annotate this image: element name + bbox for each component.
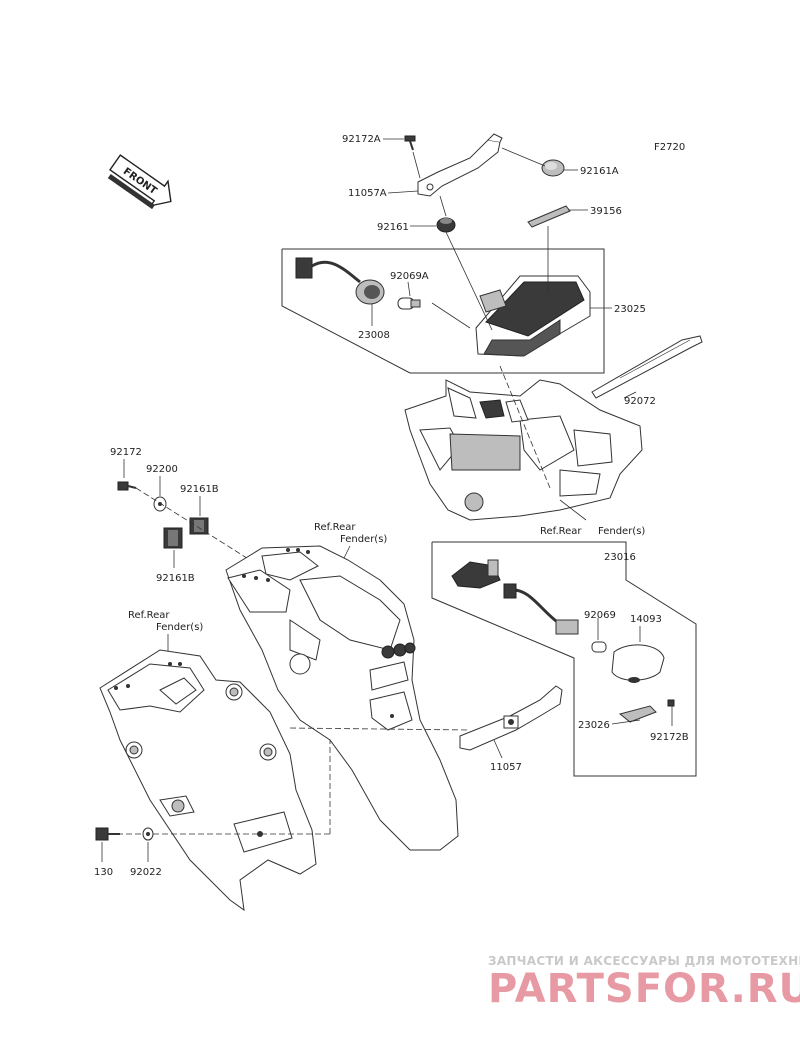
label-92172: 92172 <box>110 447 142 458</box>
taillight-23025 <box>475 275 591 357</box>
label-11057a: 11057A <box>348 188 387 199</box>
grommet-92161 <box>436 217 456 233</box>
grommet-92161b-top <box>189 517 209 535</box>
washer-92022 <box>142 827 154 841</box>
figure-code: F2720 <box>654 142 685 153</box>
label-92161: 92161 <box>377 222 409 233</box>
screw-92172a <box>404 135 416 151</box>
watermark-tagline: ЗАПЧАСТИ И АКСЕССУАРЫ ДЛЯ МОТОТЕХНИКИ <box>488 954 800 968</box>
label-14093: 14093 <box>630 614 662 625</box>
bulb-92069a <box>397 297 421 310</box>
pad-39156 <box>527 205 571 228</box>
label-ref-rear-fender-left-2: Fender(s) <box>156 622 203 633</box>
label-23026: 23026 <box>578 720 610 731</box>
label-92172b: 92172B <box>650 732 689 743</box>
label-23016: 23016 <box>604 552 636 563</box>
bolt-130 <box>95 827 120 841</box>
screw-92172b <box>667 699 675 707</box>
bracket-11057a <box>417 133 503 197</box>
taillight-assembly-box <box>281 248 605 374</box>
label-92161b-top: 92161B <box>180 484 219 495</box>
label-92072: 92072 <box>624 396 656 407</box>
label-ref-rear-fender-right-1: Ref.Rear <box>540 526 582 537</box>
bracket-11057 <box>459 685 563 751</box>
grommet-92161a <box>541 159 565 177</box>
wire-harness-23016 <box>451 559 579 635</box>
lower-rear-fender <box>99 649 317 912</box>
label-23008: 23008 <box>358 330 390 341</box>
label-ref-rear-fender-mid-2: Fender(s) <box>340 534 387 545</box>
label-23025: 23025 <box>614 304 646 315</box>
grommet-92161b-bottom <box>163 527 183 549</box>
label-92172a: 92172A <box>342 134 381 145</box>
watermark-brand: PARTSFOR.RU <box>488 966 800 1012</box>
label-130: 130 <box>94 867 113 878</box>
bulb-92069 <box>591 641 607 653</box>
label-ref-rear-fender-mid-1: Ref.Rear <box>314 522 356 533</box>
band-92072 <box>591 335 703 399</box>
label-92069a: 92069A <box>390 271 429 282</box>
label-11057: 11057 <box>490 762 522 773</box>
label-92161b-bottom: 92161B <box>156 573 195 584</box>
socket-23008 <box>295 257 385 305</box>
label-92200: 92200 <box>146 464 178 475</box>
label-ref-rear-fender-left-1: Ref.Rear <box>128 610 170 621</box>
label-92161a: 92161A <box>580 166 619 177</box>
front-arrow-icon: FRONT <box>107 154 172 210</box>
cover-23026 <box>618 705 657 723</box>
washer-92200 <box>153 496 167 512</box>
middle-rear-fender <box>225 545 459 851</box>
label-ref-rear-fender-right-2: Fender(s) <box>598 526 645 537</box>
label-92069: 92069 <box>584 610 616 621</box>
label-92022: 92022 <box>130 867 162 878</box>
lens-14093 <box>611 644 665 683</box>
label-39156: 39156 <box>590 206 622 217</box>
upper-rear-fender <box>404 379 643 521</box>
screw-92172 <box>117 481 137 491</box>
